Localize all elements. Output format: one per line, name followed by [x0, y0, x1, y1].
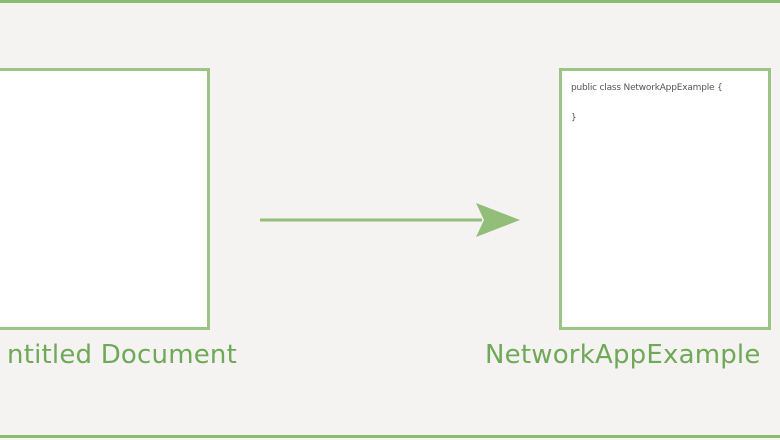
- code-line-closing-brace: }: [571, 113, 577, 123]
- bottom-border-line: [0, 435, 780, 438]
- untitled-document-caption: ntitled Document: [7, 340, 237, 370]
- top-border-line: [0, 0, 780, 3]
- conversion-arrow: [260, 203, 520, 237]
- code-line-class-declaration: public class NetworkAppExample {: [571, 83, 723, 93]
- network-app-example-caption: NetworkAppExample: [485, 340, 761, 370]
- untitled-document-page: [0, 68, 210, 330]
- java-source-document-page: public class NetworkAppExample { }: [559, 68, 771, 330]
